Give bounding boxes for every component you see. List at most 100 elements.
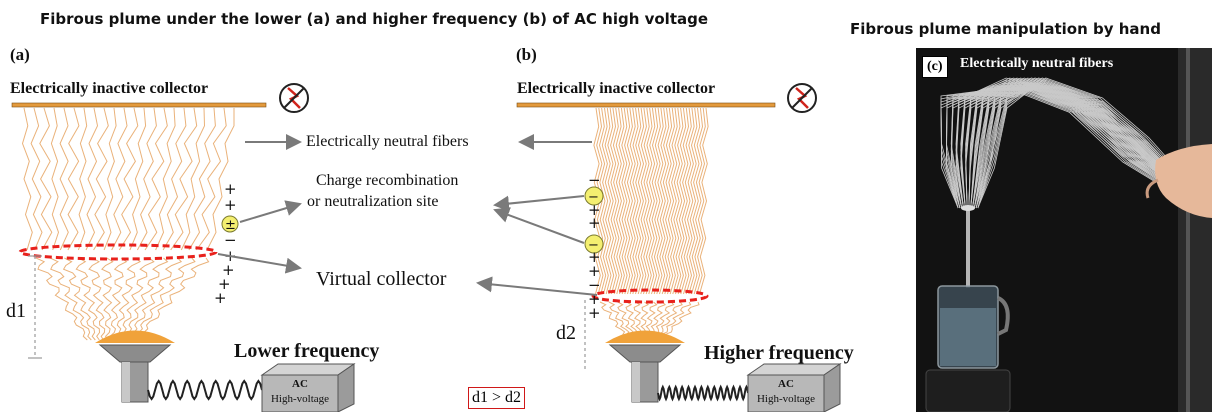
coiled-fiber	[130, 257, 196, 341]
virtual-collector-ring-a	[18, 243, 218, 261]
fiber-plume-photo	[940, 77, 1177, 209]
arrow-virtual-a	[217, 253, 302, 274]
fiber-strand	[596, 107, 604, 295]
plume-strand	[975, 87, 1175, 209]
fiber-bundle-b	[593, 107, 709, 295]
plume-diagram: + + ± − + + + + − − + + − + + − + +	[11, 83, 842, 412]
collector-bar-b	[516, 102, 776, 108]
plume-strand	[955, 84, 1162, 209]
ac-label-b: AC	[778, 378, 794, 390]
fiber-strand	[118, 107, 139, 251]
fiber-strand	[601, 107, 609, 295]
arrow-recombination-b2	[493, 207, 585, 244]
plume-strand	[977, 84, 1177, 209]
fiber-strand	[643, 107, 650, 295]
fiber-strand	[637, 107, 645, 295]
plume-strand	[970, 79, 1169, 209]
plume-strand	[960, 84, 1164, 209]
fiber-strand	[618, 107, 625, 295]
coiled-fiber	[113, 257, 142, 341]
charge-column-b: − − + + − + + − + +	[584, 171, 604, 322]
svg-text:+: +	[588, 304, 601, 322]
plume-strand	[970, 84, 1169, 209]
plume-strand	[973, 79, 1173, 209]
coiled-fiber	[122, 257, 169, 341]
coiled-fiber	[62, 257, 96, 341]
fiber-strand	[640, 107, 647, 295]
coiled-fiber	[88, 257, 106, 341]
fiber-strand	[624, 107, 631, 295]
fiber-strand	[632, 107, 639, 295]
plume-strand	[945, 84, 1159, 209]
fiber-strand	[696, 107, 706, 295]
fiber-strand	[598, 107, 607, 295]
plume-strand	[975, 82, 1175, 209]
collector-label-a: Electrically inactive collector	[10, 80, 209, 97]
fiber-strand	[195, 107, 227, 251]
nozzle-b	[605, 330, 685, 403]
plume-strand	[972, 82, 1171, 209]
fiber-strand	[607, 107, 615, 295]
spring-wire-a	[147, 379, 263, 401]
coiled-fiber	[662, 301, 700, 341]
fiber-strand	[180, 107, 206, 251]
photo-letter-c: (c)	[922, 56, 948, 78]
plume-strand	[973, 82, 1173, 209]
svg-text:+: +	[588, 248, 601, 266]
fiber-strand	[144, 107, 168, 251]
coiled-fiber	[109, 257, 128, 341]
fiber-strand	[21, 107, 33, 251]
fiber-strand	[651, 107, 659, 295]
photo-panel-c: (c) Electrically neutral fibers	[916, 48, 1212, 412]
fiber-strand	[677, 107, 687, 295]
arrow-recombination-b1	[493, 195, 585, 212]
fiber-strand	[93, 107, 109, 251]
label-recombination-line2: or neutralization site	[307, 193, 439, 210]
plume-strand	[975, 84, 1175, 209]
collector-label-b: Electrically inactive collector	[517, 80, 716, 97]
svg-text:+: +	[218, 275, 231, 293]
photo-caption: Electrically neutral fibers	[960, 56, 1114, 71]
panel-a-letter: (a)	[10, 45, 30, 64]
ac-voltage-label-a: High-voltage	[270, 393, 330, 405]
fiber-strand	[610, 107, 617, 295]
fiber-bundle-a	[21, 107, 235, 251]
coiled-fiber	[35, 257, 88, 341]
svg-text:−: −	[588, 238, 599, 253]
fiber-strand	[680, 107, 690, 295]
plume-strand	[950, 87, 1160, 209]
spring-wire-b	[657, 384, 749, 402]
fiber-strand	[629, 107, 636, 295]
fiber-strand	[615, 107, 623, 295]
plume-strand	[965, 87, 1166, 209]
ac-label-a: AC	[292, 378, 308, 390]
arrow-recombination-a	[239, 200, 302, 223]
label-higher-frequency: Higher frequency	[704, 342, 854, 364]
photo-rod	[966, 208, 970, 288]
plume-strand	[977, 77, 1177, 209]
svg-text:−: −	[588, 171, 601, 189]
fiber-strand	[664, 107, 673, 295]
fiber-strand	[30, 107, 43, 251]
fiber-strand	[621, 107, 628, 295]
fiber-strand	[659, 107, 667, 295]
photo-base	[925, 369, 1011, 412]
plume-strand	[945, 87, 1159, 209]
no-electricity-icon	[279, 83, 309, 113]
fiber-strand	[77, 107, 88, 251]
fiber-strand	[699, 107, 709, 295]
coiled-fiber	[118, 257, 155, 341]
ac-voltage-label-b: High-voltage	[756, 393, 816, 405]
label-neutral-fibers: Electrically neutral fibers	[306, 133, 469, 150]
fiber-strand	[612, 107, 620, 295]
coiled-fiber	[134, 257, 210, 341]
label-lower-frequency: Lower frequency	[234, 340, 380, 362]
coiled-fiber	[49, 257, 92, 341]
plume-strand	[950, 84, 1160, 209]
svg-text:−: −	[588, 190, 599, 205]
plume-strand	[972, 84, 1171, 209]
nozzle-a	[95, 330, 175, 403]
fiber-strand	[672, 107, 681, 295]
inequality-box: d1 > d2	[468, 387, 526, 409]
coiled-fiber	[126, 257, 183, 341]
